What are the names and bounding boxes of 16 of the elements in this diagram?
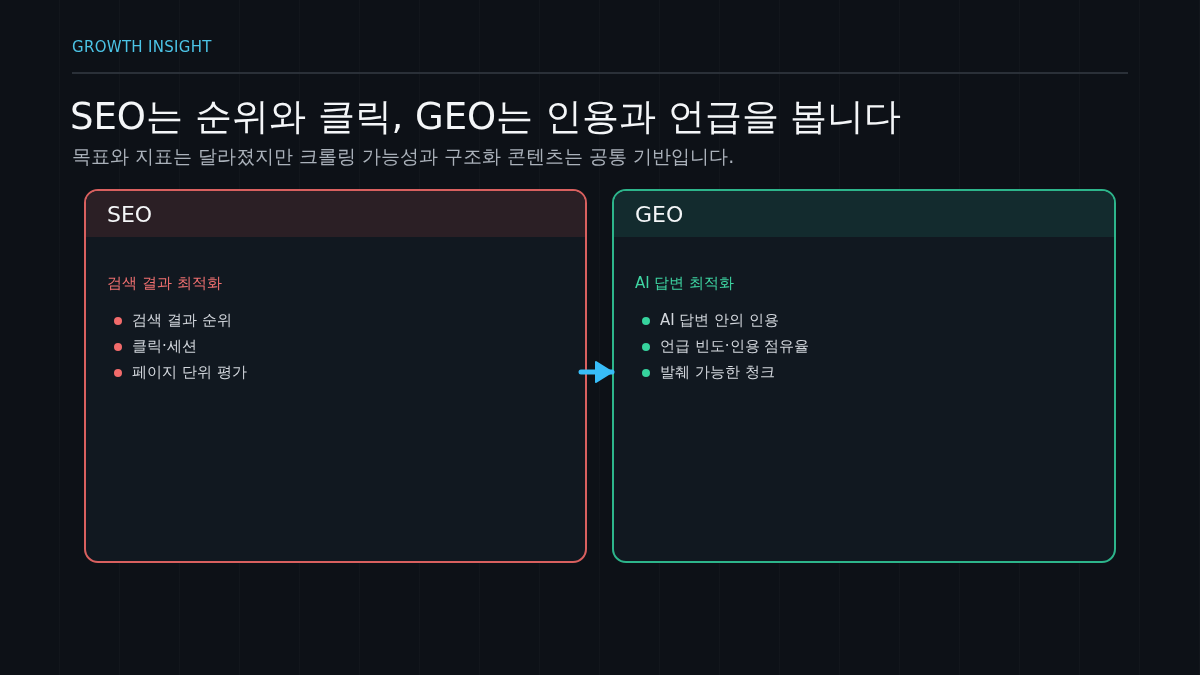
card-header: GEO [614,191,1114,237]
list-item-text: 클릭·세션 [132,336,197,357]
card-header: SEO [86,191,585,237]
page-title: SEO는 순위와 클릭, GEO는 인용과 언급을 봅니다 [70,95,902,140]
section-label: GROWTH INSIGHT [72,38,212,56]
list-item-text: 페이지 단위 평가 [132,362,247,383]
comparison-card [84,189,587,563]
list-item-text: AI 답변 안의 인용 [660,310,779,331]
list-item-text: 검색 결과 순위 [132,310,232,331]
comparison-card [612,189,1116,563]
card-subtitle: 검색 결과 최적화 [107,274,222,294]
list-item-text: 발췌 가능한 청크 [660,362,775,383]
page-subtitle: 목표와 지표는 달라졌지만 크롤링 가능성과 구조화 콘텐츠는 공통 기반입니다. [72,144,735,169]
card-subtitle: AI 답변 최적화 [635,274,735,294]
arrow [578,361,615,383]
list-item-text: 언급 빈도·인용 점유율 [660,336,810,357]
